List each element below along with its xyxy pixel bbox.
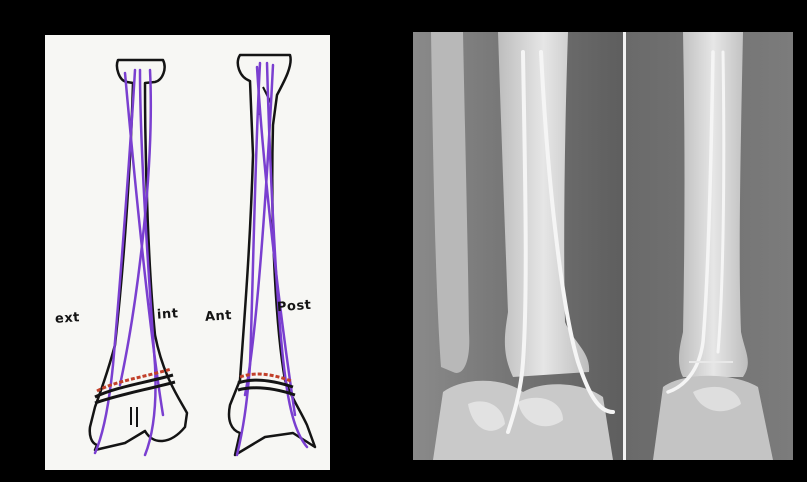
xray-ap-view [413, 32, 623, 460]
frontal-view-nails [95, 70, 163, 455]
label-ant: Ant [205, 308, 233, 325]
xray-divider [623, 32, 626, 460]
bone-drawing-panel: ext int Ant Post [45, 35, 330, 470]
xray-lateral-view [626, 32, 793, 460]
label-post: Post [277, 298, 312, 315]
xray-panel [413, 32, 793, 460]
lateral-view-bone [229, 55, 315, 455]
xray-image [413, 32, 793, 460]
bone-sketch [45, 35, 330, 470]
label-ext: ext [55, 310, 81, 327]
label-int: int [157, 306, 179, 322]
